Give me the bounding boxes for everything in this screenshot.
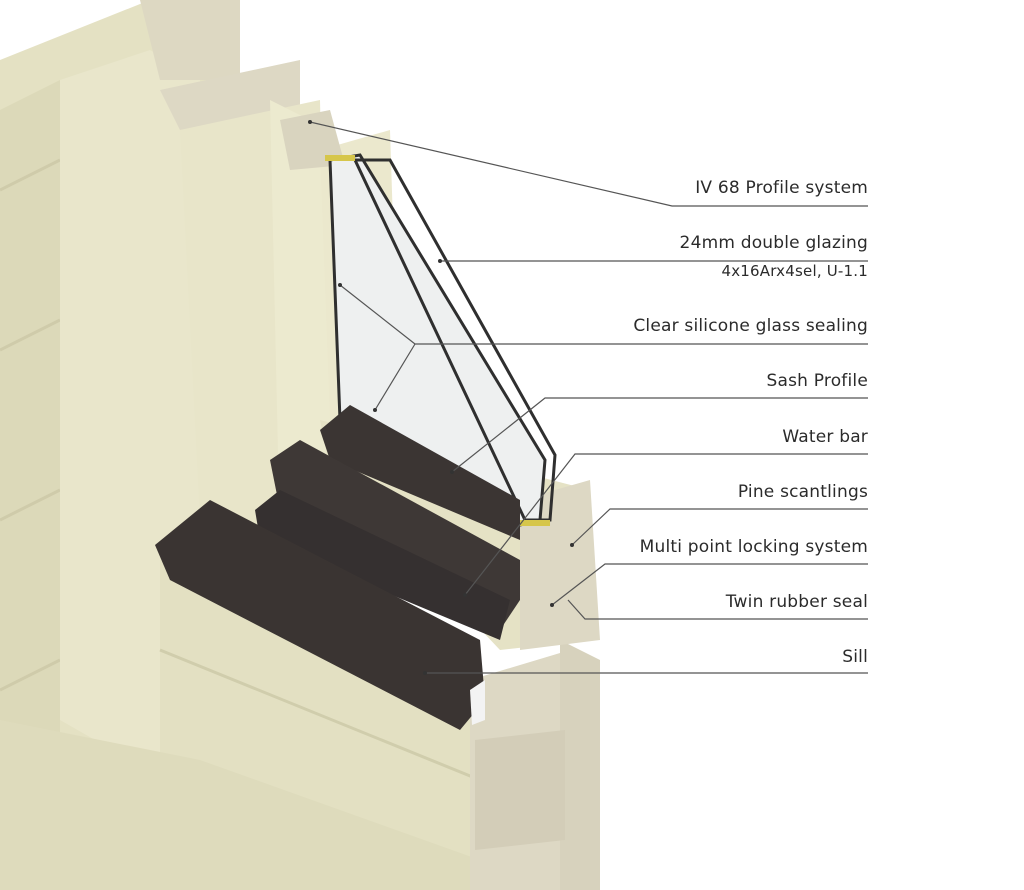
leader-lines <box>309 121 868 674</box>
aluminium-profiles <box>155 405 520 730</box>
leader-dots <box>308 120 574 675</box>
label-double-glazing-spec: 4x16Arx4sel, U-1.1 <box>721 262 868 280</box>
label-pine-scantlings: Pine scantlings <box>737 482 868 502</box>
label-sash-profile: Sash Profile <box>766 371 868 391</box>
label-locking-system: Multi point locking system <box>639 537 868 557</box>
label-double-glazing: 24mm double glazing <box>679 233 868 253</box>
label-profile-system: IV 68 Profile system <box>695 178 868 198</box>
label-water-bar: Water bar <box>782 427 868 447</box>
label-rubber-seal: Twin rubber seal <box>725 592 868 612</box>
label-sill: Sill <box>842 647 868 667</box>
label-silicone-sealing: Clear silicone glass sealing <box>633 316 868 336</box>
